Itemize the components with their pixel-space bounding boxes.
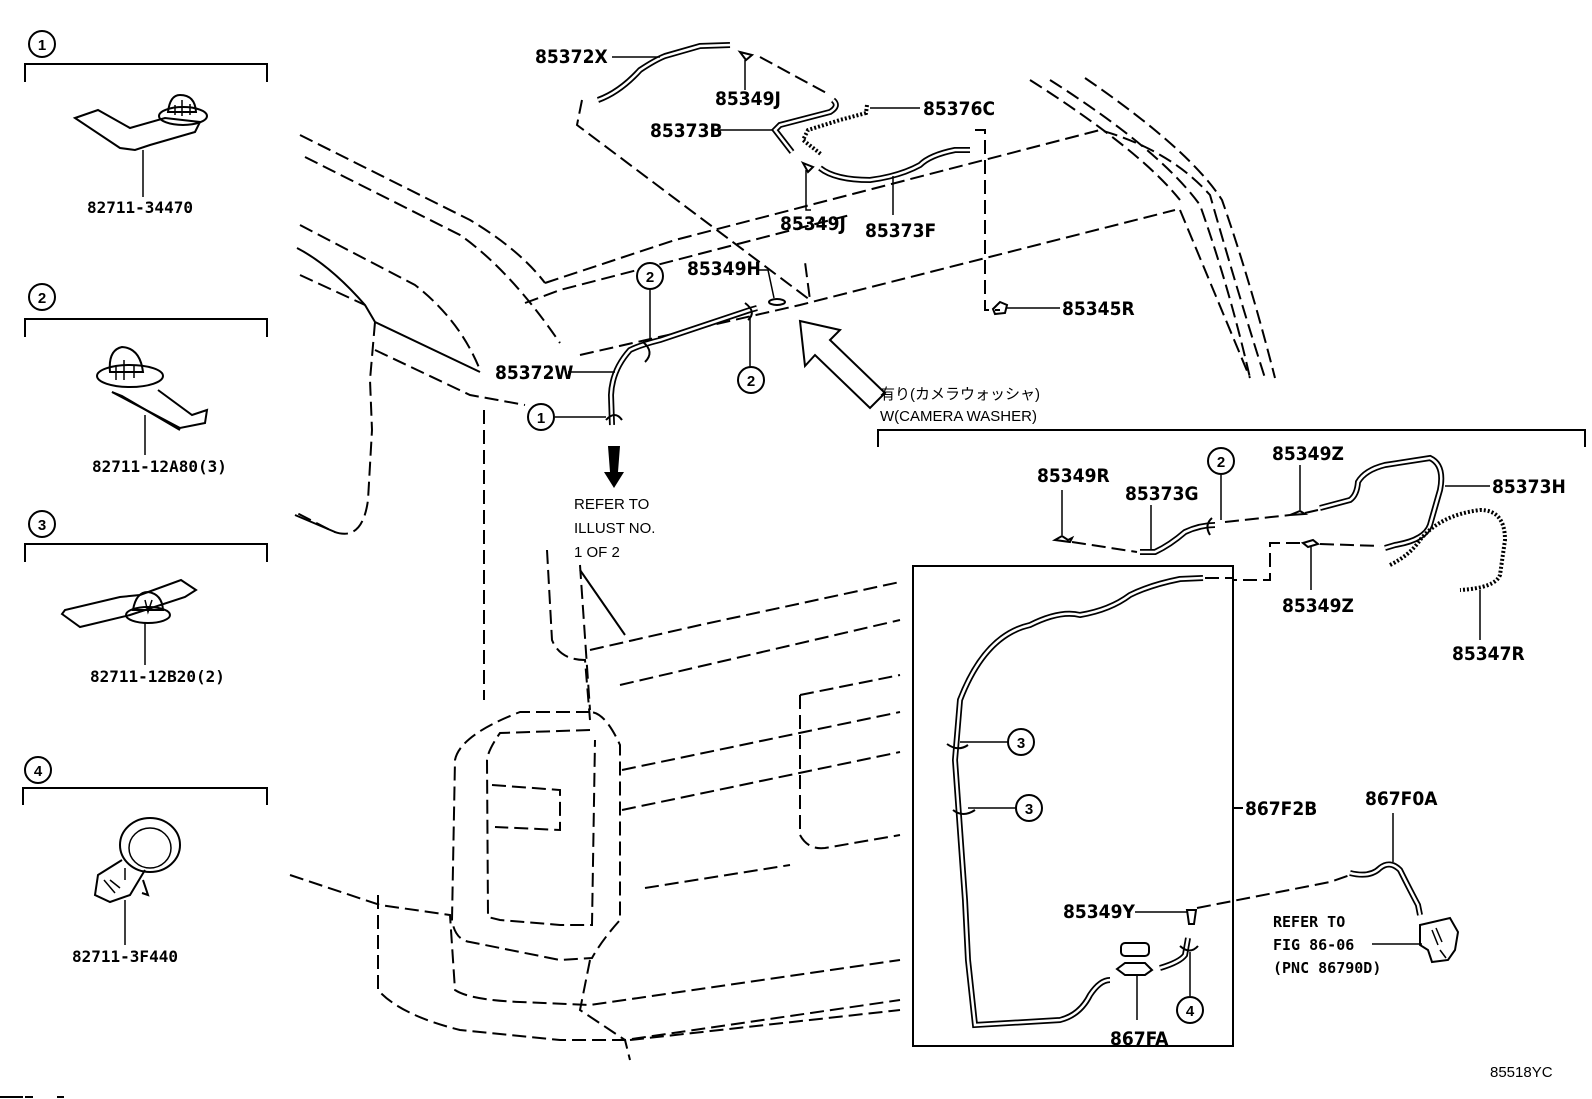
callout-number: 1: [537, 410, 545, 427]
part-number-label: 82711-3F440: [72, 947, 178, 966]
callout-circle-1: [527, 403, 555, 431]
callout-circle-2: [737, 366, 765, 394]
part-label-85349J-bottom: 85349J: [780, 213, 846, 235]
part-label-867F0A: 867F0A: [1365, 788, 1438, 810]
callout-number: 3: [38, 517, 46, 534]
part-label-85347R: 85347R: [1452, 643, 1525, 665]
nozzle-icon: [991, 300, 1009, 316]
vehicle-body-outline: [289, 77, 1276, 1061]
callout-number: 3: [1025, 801, 1033, 818]
callout-number: 2: [38, 290, 46, 307]
part-label-85373G: 85373G: [1125, 483, 1199, 505]
part-label-85373H: 85373H: [1492, 476, 1566, 498]
leader-line: [805, 170, 811, 211]
arrow-down-icon: [604, 446, 624, 488]
joint-icon: [1289, 509, 1309, 516]
part-label-85373F: 85373F: [865, 220, 936, 242]
joint-icon: [1051, 534, 1075, 544]
callout-number: 4: [34, 763, 43, 780]
part-label-85349Z-top: 85349Z: [1272, 443, 1344, 465]
callout-circle-3: [28, 510, 56, 538]
camera-washer-label-en: W(CAMERA WASHER): [880, 408, 1037, 425]
callout-circle-4: [24, 756, 52, 784]
joint-icon: [737, 50, 755, 62]
clamp-icon: [1206, 517, 1213, 536]
main-hose-assembly: 85372X 85349J 85373B 85376C 85373F 85349…: [495, 42, 1135, 561]
part-label-85376C: 85376C: [923, 98, 995, 120]
part-label-85349Z-bottom: 85349Z: [1282, 595, 1354, 617]
refer-note-line-3: 1 OF 2: [574, 544, 620, 561]
callout-number: 3: [1017, 735, 1025, 752]
legend-bracket: [24, 63, 268, 82]
figure-id: 85518YC: [1490, 1064, 1553, 1081]
refer-note-line-2: ILLUST NO.: [574, 520, 655, 537]
joint-icon: [1300, 538, 1321, 549]
joint-icon: [800, 161, 815, 174]
legend-clip-1: 1 82711-34470: [24, 30, 268, 217]
part-number-label: 82711-12B20(2): [90, 667, 225, 686]
legend-bracket: [24, 318, 268, 337]
clip-icon: [72, 93, 208, 152]
callout-number: 2: [1217, 454, 1225, 471]
part-number-label: 82711-12A80(3): [92, 457, 227, 476]
part-label-85373B: 85373B: [650, 120, 723, 142]
callout-number: 1: [38, 37, 46, 54]
callout-number: 4: [1186, 1003, 1195, 1020]
callout-circle-2: [636, 262, 664, 290]
part-label-85345R: 85345R: [1062, 298, 1135, 320]
refer-fig-line-3: (PNC 86790D): [1273, 959, 1381, 977]
clip-icon: [93, 817, 181, 904]
part-label-85372W: 85372W: [495, 362, 573, 384]
part-label-85349J-top: 85349J: [715, 88, 781, 110]
section-bracket: [877, 429, 1586, 447]
callout-number: 2: [747, 373, 755, 390]
camera-washer-section: 有り(カメラウォッシャ) W(CAMERA WASHER) 85349R 853…: [877, 386, 1586, 1050]
part-label-867F2B: 867F2B: [1245, 798, 1317, 820]
legend-bracket: [22, 787, 268, 805]
callout-circle-2: [28, 283, 56, 311]
callout-circle-3: [1015, 794, 1043, 822]
clamp-icon: [952, 809, 976, 815]
refer-fig-line-1: REFER TO: [1273, 913, 1345, 931]
joint-icon: [1185, 909, 1198, 925]
clip-icon: [60, 578, 198, 629]
clamp-icon: [946, 743, 969, 750]
legend-bracket: [24, 543, 268, 562]
callout-circle-4: [1176, 996, 1204, 1024]
refer-note-line-1: REFER TO: [574, 496, 649, 513]
part-label-85349Y: 85349Y: [1063, 901, 1135, 923]
leader-line: [758, 269, 775, 299]
hose-assembly-frame: [912, 565, 1234, 1047]
clip-icon: [96, 345, 209, 431]
callout-circle-2: [1207, 447, 1235, 475]
legend-clip-2: 2 82711-12A80(3): [24, 283, 268, 476]
refer-fig-line-2: FIG 86-06: [1273, 936, 1354, 954]
legend-clip-4: 4 82711-3F440: [22, 756, 268, 966]
clamp-icon: [605, 414, 623, 421]
group-frame: [575, 99, 812, 303]
camera-icon: [1419, 916, 1460, 964]
part-label-85372X: 85372X: [535, 46, 608, 68]
legend-clip-3: 3 82711-12B20(2): [24, 510, 268, 686]
callout-number: 2: [646, 269, 654, 286]
clamp-icon: [642, 341, 651, 363]
coil-hose: [800, 104, 869, 157]
camera-washer-label-jp: 有り(カメラウォッシャ): [880, 386, 1040, 403]
view-direction-arrow-icon: [798, 319, 887, 410]
connector-icon: [1120, 942, 1150, 957]
part-label-85349H: 85349H: [687, 258, 761, 280]
callout-circle-1: [28, 30, 56, 58]
clamp-icon: [1179, 945, 1199, 952]
callout-circle-3: [1007, 728, 1035, 756]
connector-icon: [1115, 962, 1154, 976]
part-label-867FA: 867FA: [1110, 1028, 1169, 1050]
part-number-label: 82711-34470: [87, 198, 193, 217]
joint-icon: [768, 298, 786, 306]
part-label-85349R: 85349R: [1037, 465, 1110, 487]
coil-hose: [1389, 507, 1508, 592]
